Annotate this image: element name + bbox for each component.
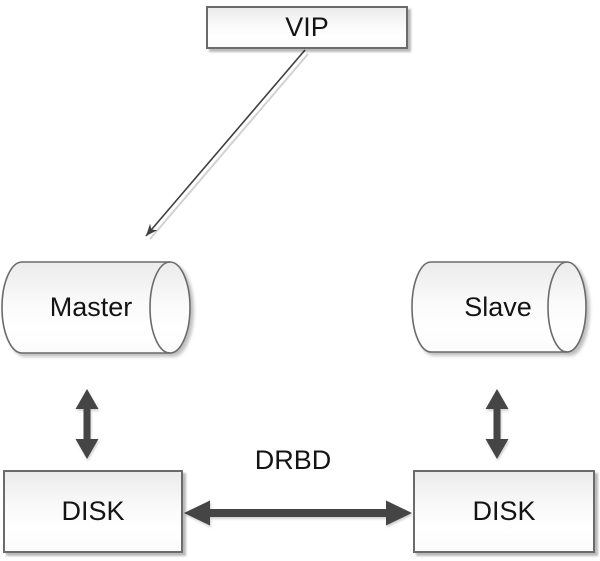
disk-left-label: DISK (61, 496, 125, 526)
master-to-disk-arrow (75, 389, 99, 459)
disk-to-disk-drbd-arrow (184, 500, 412, 526)
disk-left-node: DISK (3, 470, 183, 553)
slave-cylinder-cap-arc (547, 261, 568, 353)
disk-right-node: DISK (413, 470, 595, 553)
vip-to-master-arrow-shadow (149, 53, 309, 240)
slave-to-disk-arrow (485, 389, 509, 459)
vip-label: VIP (285, 12, 329, 42)
master-cylinder (1, 261, 191, 354)
master-cylinder-cap-arc (149, 261, 171, 354)
vip-to-master-arrow (145, 49, 306, 237)
slave-cylinder (411, 261, 587, 353)
vip-node: VIP (206, 6, 408, 49)
disk-right-label: DISK (472, 496, 536, 526)
